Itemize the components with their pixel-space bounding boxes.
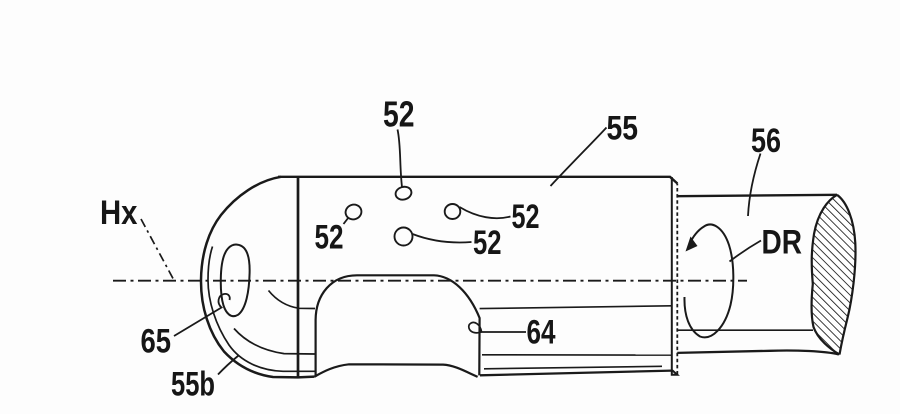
svg-text:64: 64 [527, 314, 556, 352]
svg-text:52: 52 [473, 224, 502, 262]
svg-text:55: 55 [607, 110, 639, 148]
svg-text:Hx: Hx [100, 194, 138, 232]
svg-text:55b: 55b [171, 366, 215, 404]
svg-text:DR: DR [762, 224, 803, 262]
svg-text:65: 65 [141, 323, 172, 361]
svg-text:52: 52 [315, 219, 344, 257]
svg-text:52: 52 [512, 198, 540, 236]
svg-text:56: 56 [751, 122, 781, 160]
svg-text:52: 52 [383, 94, 415, 135]
